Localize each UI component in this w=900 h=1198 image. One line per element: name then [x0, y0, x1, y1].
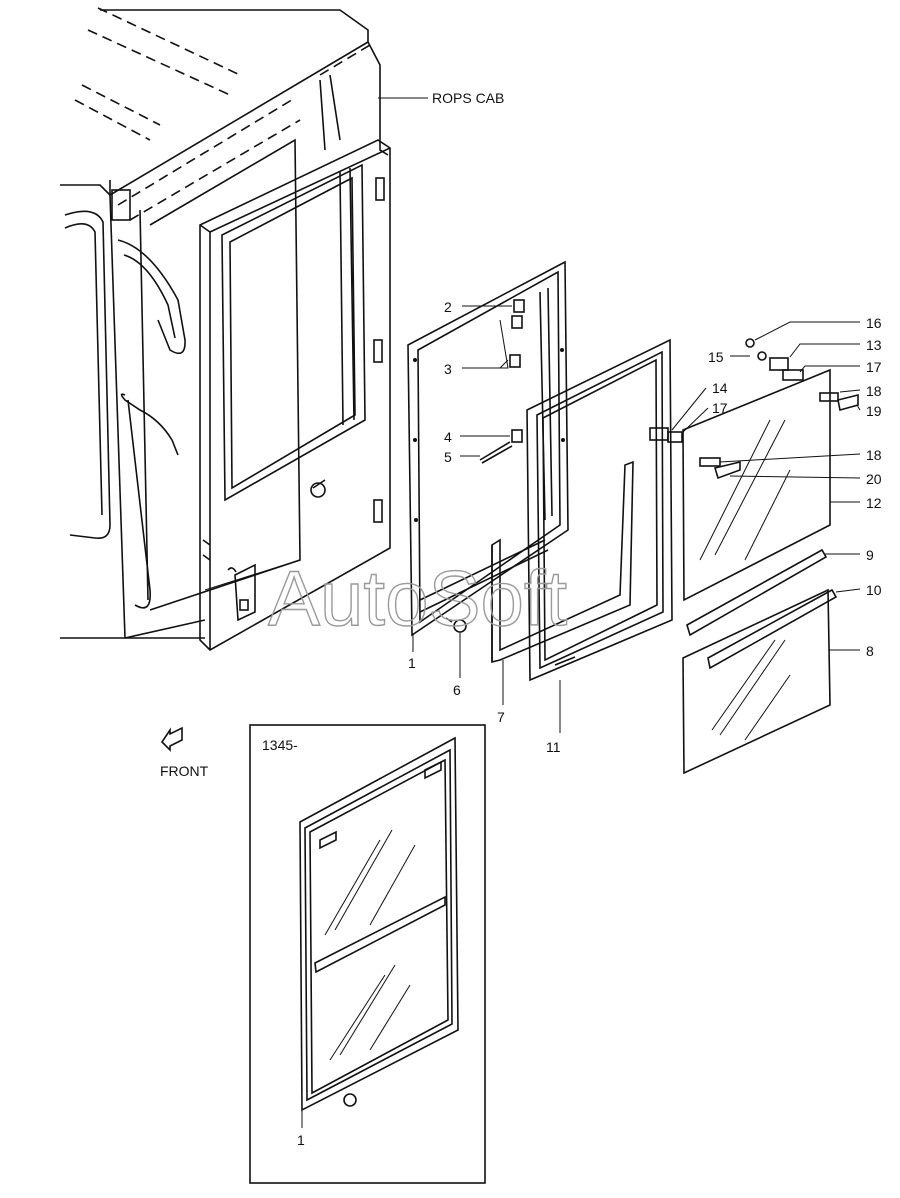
callout-1: 1: [408, 655, 416, 671]
part-2-3-clips: [509, 299, 525, 368]
callout-11: 11: [546, 739, 561, 755]
callout-7: 7: [497, 709, 505, 725]
part-12-upper-glass: [682, 368, 859, 602]
rops-cab-label: ROPS CAB: [432, 90, 504, 106]
callout-16: 16: [866, 315, 882, 331]
hinge-parts-13-17: [649, 338, 804, 443]
parts-9-10-bars: [686, 548, 838, 670]
callout-20: 20: [866, 471, 882, 487]
part-11-inner-frame: [526, 338, 673, 682]
callout-17b: 17: [866, 359, 882, 375]
callout-10: 10: [866, 582, 882, 598]
callout-12: 12: [866, 495, 882, 511]
part-8-lower-glass: [682, 588, 831, 775]
rops-cab-body: [60, 7, 389, 639]
watermark: AutoSoft: [268, 554, 568, 642]
part-4-5-latch: [479, 429, 523, 464]
callout-17a: 17: [712, 400, 728, 416]
callout-15: 15: [708, 349, 724, 365]
callout-1-inset: 1: [297, 1132, 305, 1148]
front-arrow: [160, 726, 183, 752]
callout-13: 13: [866, 337, 882, 353]
callout-numbers: 2 3 4 5 1 6 7 11 14 17 16 13 15 17 18 19…: [297, 299, 882, 1148]
callout-leaders: [301, 305, 861, 1128]
front-label: FRONT: [160, 763, 209, 779]
callout-6: 6: [453, 682, 461, 698]
cab-door: [199, 139, 391, 651]
callout-18b: 18: [866, 447, 882, 463]
callout-4: 4: [444, 429, 452, 445]
callout-18a: 18: [866, 383, 882, 399]
part-1-door-frame: [407, 260, 569, 637]
callout-19: 19: [866, 403, 882, 419]
part-7-seal: [491, 460, 634, 664]
inset-1345: [249, 724, 486, 1184]
callout-8: 8: [866, 643, 874, 659]
callout-14: 14: [712, 380, 728, 396]
callout-2: 2: [444, 299, 452, 315]
callout-3: 3: [444, 361, 452, 377]
callout-9: 9: [866, 547, 874, 563]
callout-5: 5: [444, 449, 452, 465]
inset-label: 1345-: [262, 737, 298, 753]
